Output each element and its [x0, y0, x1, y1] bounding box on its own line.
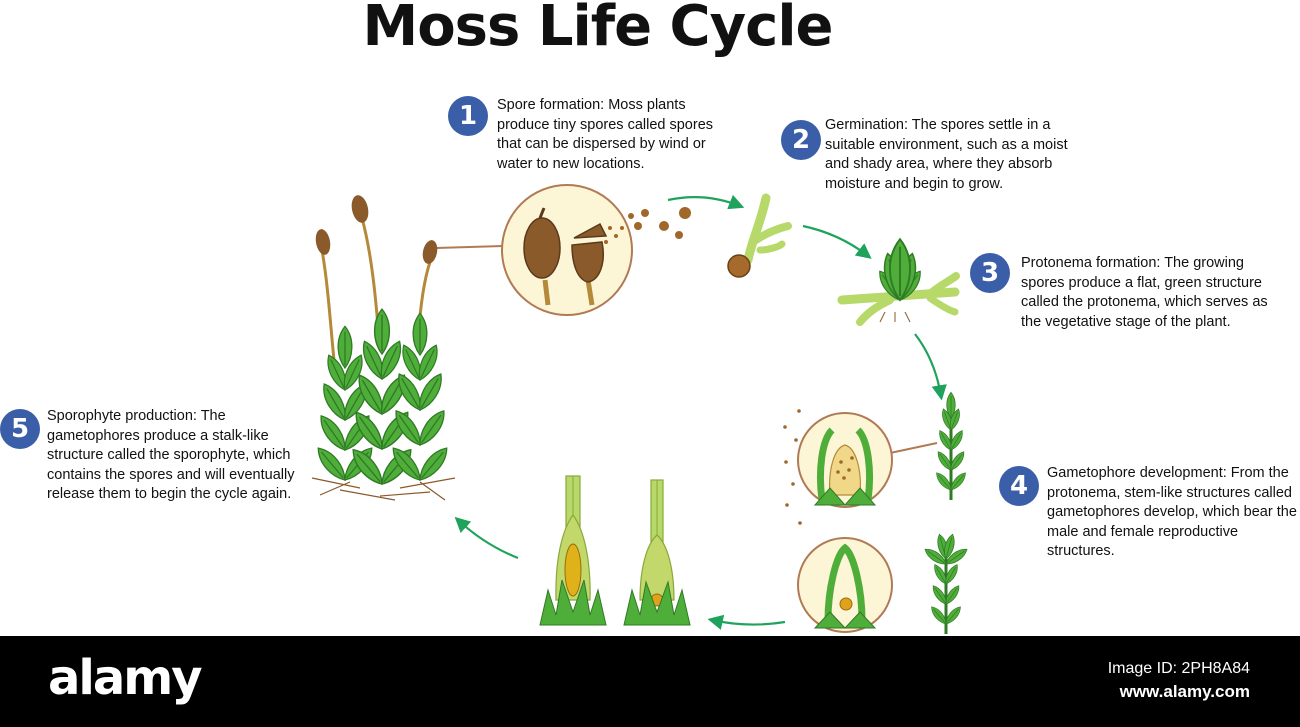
step-2-text: Germination: The spores settle in a suit…	[825, 117, 1068, 192]
young-sporophyte-right	[623, 479, 691, 626]
step-5-text: Sporophyte production: The gametophores …	[47, 408, 295, 502]
arrow-1-to-2	[667, 194, 745, 210]
site-url-label: www.alamy.com	[1119, 682, 1250, 701]
arrow-3-to-4	[914, 333, 947, 401]
image-id-label: Image ID: 2PH8A84	[1107, 660, 1250, 677]
gametophore-lower	[922, 532, 970, 634]
mature-moss-plant	[311, 195, 456, 501]
arrow-4-to-5	[707, 614, 786, 630]
germinating-spore	[727, 193, 792, 278]
spore-capsule-inset	[435, 184, 633, 316]
step-3-text: Protonema formation: The growing spores …	[1021, 255, 1268, 330]
life-cycle-diagram	[311, 184, 970, 634]
protonema	[837, 238, 960, 326]
gametophore-upper	[933, 391, 969, 500]
arrow-5-to-1	[454, 516, 519, 560]
sperm-dots	[783, 409, 802, 525]
young-sporophyte-left	[539, 475, 607, 626]
alamy-logo: alamy	[48, 650, 203, 706]
arrow-2-to-3	[802, 224, 872, 259]
step-1-badge: 1	[448, 96, 488, 136]
male-reproductive-inset	[797, 412, 938, 508]
step-1-text: Spore formation: Moss plants produce tin…	[497, 97, 714, 172]
page-title: Moss Life Cycle	[362, 0, 833, 59]
step-4-badge: 4	[999, 466, 1039, 506]
dispersing-spores	[628, 207, 691, 239]
watermark-footer: alamy Image ID: 2PH8A84 www.alamy.com	[0, 636, 1300, 727]
step-2-badge: 2	[781, 120, 821, 160]
step-5-badge: 5	[0, 409, 40, 449]
female-reproductive-inset	[797, 537, 893, 633]
step-4-text: Gametophore development: From the proton…	[1047, 465, 1297, 559]
step-3-badge: 3	[970, 253, 1010, 293]
